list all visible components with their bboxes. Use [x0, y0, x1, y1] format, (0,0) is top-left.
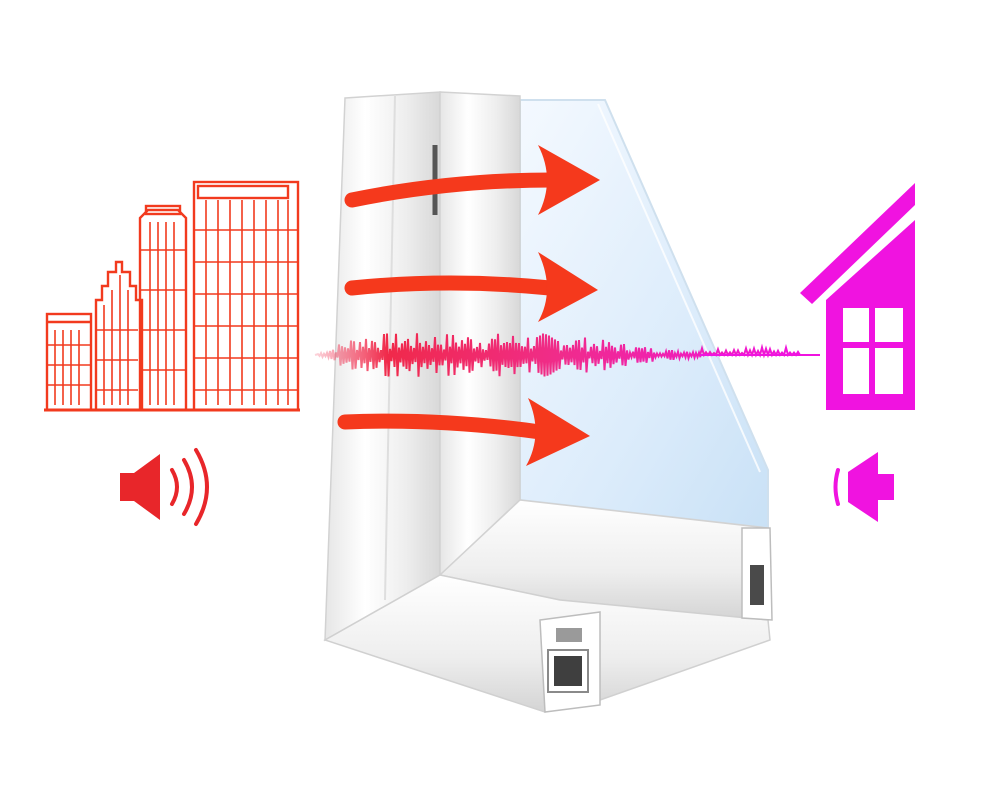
sound-arrow — [344, 252, 598, 322]
speaker-quiet-icon — [833, 452, 894, 522]
sound-wave — [314, 333, 820, 377]
sound-arrow — [344, 145, 600, 215]
sound-arrows — [337, 145, 600, 466]
city-buildings-icon — [44, 180, 300, 412]
speaker-loud-icon — [120, 448, 209, 526]
house-icon — [800, 183, 915, 410]
sound-arrow — [337, 398, 590, 466]
window-profile-icon — [323, 91, 773, 713]
